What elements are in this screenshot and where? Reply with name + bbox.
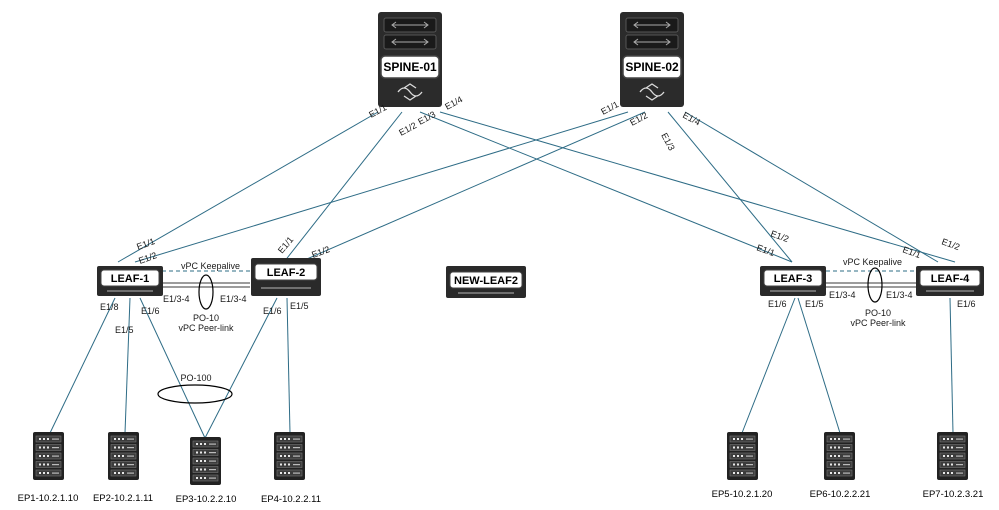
ep1-label: EP1-10.2.1.10 <box>18 493 79 504</box>
leaf-1: LEAF-1 <box>97 266 163 296</box>
servers <box>33 432 968 485</box>
port-label: E1/6 <box>957 299 976 309</box>
server-icon <box>824 432 855 480</box>
link-leaf3-ep5 <box>741 297 796 434</box>
link-leaf2-ep4 <box>286 297 291 434</box>
port-label: E1/1 <box>599 99 620 117</box>
link-leaf3-ep6 <box>797 297 841 434</box>
port-label: E1/5 <box>290 301 309 311</box>
link-spine02-leaf2 <box>299 111 646 263</box>
port-label: E1/8 <box>100 302 119 312</box>
port-label: E1/6 <box>263 306 282 316</box>
ep7-label: EP7-10.2.3.21 <box>923 489 984 500</box>
port-label: E1/5 <box>805 299 824 309</box>
spine-01-label: SPINE-01 <box>383 60 437 74</box>
vpc-left <box>162 270 250 310</box>
port-label: E1/3 <box>416 109 437 127</box>
new-leaf2-label: NEW-LEAF2 <box>454 275 518 287</box>
leaf-3-label: LEAF-3 <box>774 273 813 285</box>
vpc-right-po-label: PO-10 <box>865 308 891 318</box>
link-spine02-leaf4 <box>684 111 939 263</box>
vpc-right-port-right: E1/3-4 <box>886 290 913 300</box>
vpc-right <box>826 267 916 303</box>
ep2-label: EP2-10.2.1.11 <box>93 493 153 504</box>
link-spine01-leaf3 <box>419 111 793 263</box>
spine-01-label-box <box>380 55 440 79</box>
uplinks <box>117 111 956 263</box>
vpc-right-keepalive-label: vPC Keepalive <box>843 257 902 267</box>
server-icon <box>190 437 221 485</box>
ep4-label: EP4-10.2.2.11 <box>261 494 321 505</box>
po10-left-ellipse <box>198 274 214 310</box>
link-leaf1-ep2 <box>124 297 131 434</box>
port-label: E1/2 <box>628 110 649 128</box>
link-spine02-leaf3 <box>667 111 793 263</box>
vpc-left-keepalive-label: vPC Keepalive <box>181 261 240 271</box>
port-label: E1/6 <box>768 299 787 309</box>
link-leaf2-ep3 <box>204 297 278 439</box>
leaf-2: LEAF-2 <box>251 258 321 296</box>
vpc-right-peer-link-label: vPC Peer-link <box>850 318 906 328</box>
port-label: E1/5 <box>115 325 134 335</box>
ep5-label: EP5-10.2.1.20 <box>712 489 773 500</box>
server-icon <box>108 432 139 480</box>
vpc-left-port-left: E1/3-4 <box>163 294 190 304</box>
port-label: E1/6 <box>141 306 160 316</box>
port-label: E1/1 <box>276 235 296 256</box>
po100-ellipse <box>157 384 233 404</box>
downlinks <box>49 297 954 439</box>
link-leaf1-ep1 <box>49 297 116 434</box>
link-spine01-leaf2 <box>283 111 403 263</box>
server-icon <box>727 432 758 480</box>
vpc-left-po-label: PO-10 <box>193 313 219 323</box>
link-spine02-leaf1 <box>134 111 629 263</box>
ep6-label: EP6-10.2.2.21 <box>810 489 871 500</box>
port-label: E1/4 <box>681 110 702 128</box>
spine-02-label-box <box>622 55 682 79</box>
link-spine01-leaf1 <box>117 111 379 263</box>
server-icon <box>937 432 968 480</box>
port-label: E1/4 <box>443 94 464 112</box>
vpc-left-peer-link-label: vPC Peer-link <box>178 323 234 333</box>
leaf-2-label: LEAF-2 <box>267 267 306 279</box>
link-spine01-leaf4 <box>439 111 956 263</box>
ep3-label: EP3-10.2.2.10 <box>176 494 237 505</box>
spine-02-logo-icon <box>639 83 665 101</box>
new-leaf2: NEW-LEAF2 <box>446 266 526 298</box>
server-icon <box>274 432 305 480</box>
spine-02-label: SPINE-02 <box>625 60 679 74</box>
link-leaf4-ep7 <box>949 297 954 434</box>
link-leaf1-ep3 <box>139 297 206 439</box>
po10-right-ellipse <box>867 267 883 303</box>
leaf-3: LEAF-3 <box>760 266 826 296</box>
port-label: E1/1 <box>901 244 922 260</box>
spine-02: SPINE-02 <box>620 12 684 107</box>
vpc-left-port-right: E1/3-4 <box>220 294 247 304</box>
spine-01-logo-icon <box>397 83 423 101</box>
port-label: E1/2 <box>310 244 331 260</box>
leaf-1-label: LEAF-1 <box>111 273 150 285</box>
leaf-4: LEAF-4 <box>916 266 984 296</box>
spine-01: SPINE-01 <box>378 12 442 107</box>
port-label: E1/1 <box>755 242 776 258</box>
port-label: E1/1 <box>135 236 156 252</box>
port-label: E1/2 <box>397 120 418 138</box>
port-label: E1/2 <box>137 250 158 266</box>
vpc-right-port-left: E1/3-4 <box>829 290 856 300</box>
po100-label: PO-100 <box>180 373 211 383</box>
port-label: E1/2 <box>940 236 961 252</box>
port-label: E1/2 <box>769 228 790 244</box>
server-icon <box>33 432 64 480</box>
leaf-4-label: LEAF-4 <box>931 273 970 285</box>
port-label: E1/3 <box>659 131 677 152</box>
